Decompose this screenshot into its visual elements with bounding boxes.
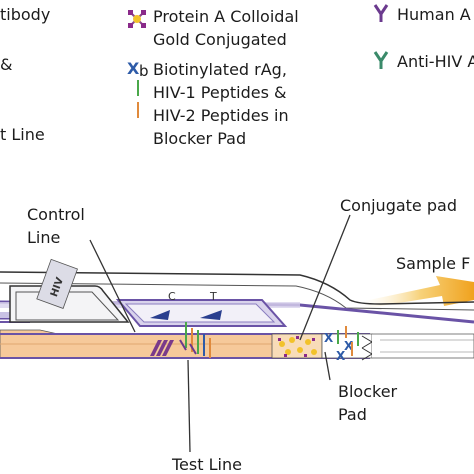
result-window: C T xyxy=(115,290,288,327)
window-letter-t: T xyxy=(209,290,217,303)
anti-hiv-label: Anti-HIV A xyxy=(397,52,474,71)
conjugate-pad xyxy=(271,333,323,359)
antigen-label-line4: Blocker Pad xyxy=(153,129,247,148)
antigen-label-line3: HIV-2 Peptides in xyxy=(153,106,289,125)
antigen-glyph-b: b xyxy=(139,62,149,80)
control-line-band xyxy=(150,340,174,356)
human-antibody-icon xyxy=(373,4,389,22)
blocker-pad: X X X xyxy=(321,326,373,363)
test-window-triangle xyxy=(200,310,222,320)
antigen-glyph-x: X xyxy=(127,59,140,78)
human-antibody-label: Human A xyxy=(397,5,471,24)
legend-line-label: t Line xyxy=(0,125,45,144)
protein-a-gold-icon xyxy=(128,10,146,28)
sample-pad xyxy=(372,333,474,359)
sample-flow-label: Sample F xyxy=(396,254,471,273)
test-line-label: Test Line xyxy=(172,455,242,474)
conjugate-pad-label: Conjugate pad xyxy=(340,196,457,215)
blocker-pad-label-1: Blocker xyxy=(338,382,398,401)
control-line-label-1: Control xyxy=(27,205,85,224)
anti-hiv-antibody-icon xyxy=(373,51,389,69)
sample-flow-arrow xyxy=(355,276,474,310)
legend-ampersand: & xyxy=(0,55,13,74)
antigen-label-line2: HIV-1 Peptides & xyxy=(153,83,287,102)
control-line-label-2: Line xyxy=(27,228,61,247)
protein-a-label-line2: Gold Conjugated xyxy=(153,30,287,49)
test-line-band xyxy=(179,322,211,358)
svg-text:X: X xyxy=(344,339,354,353)
brand-logo: HIV xyxy=(36,258,78,309)
blocker-pad-label-2: Pad xyxy=(338,405,367,424)
control-window-triangle xyxy=(150,310,170,320)
leader-lines xyxy=(89,214,351,453)
window-letter-c: C xyxy=(168,290,176,303)
legend-antibody-label: tibody xyxy=(0,5,51,24)
antigen-label-line1: Biotinylated rAg, xyxy=(153,60,287,79)
svg-text:X: X xyxy=(324,331,334,345)
svg-text:X: X xyxy=(336,349,346,363)
protein-a-label-line1: Protein A Colloidal xyxy=(153,7,299,26)
